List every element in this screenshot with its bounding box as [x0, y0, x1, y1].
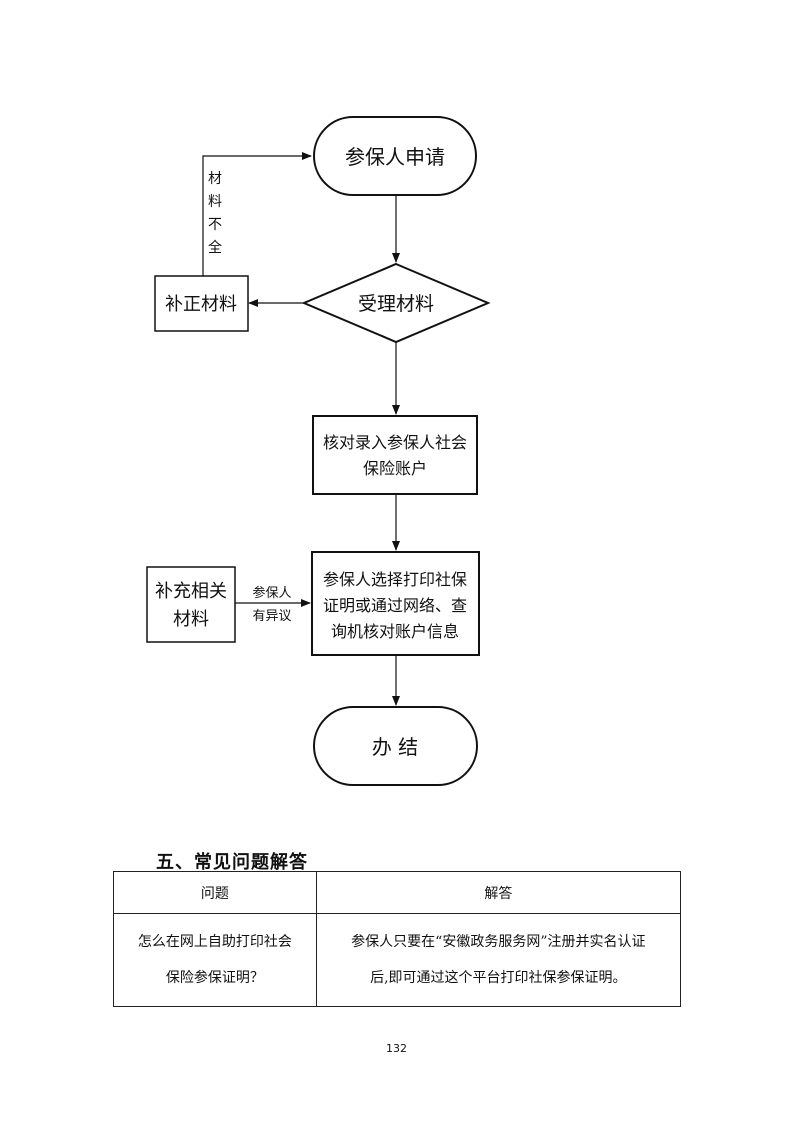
supplement-box: 补正材料	[154, 275, 249, 332]
arrow-feedback-loop	[202, 152, 312, 276]
section-title: 五、常见问题解答	[156, 852, 308, 873]
start-terminal: 参保人申请	[313, 116, 477, 196]
svg-text:参保人: 参保人	[252, 585, 291, 601]
accept-decision: 受理材料	[301, 262, 491, 344]
faq-answer-cell: 参保人只要在“安徽政务服务网”注册并实名认证 后,即可通过这个平台打印社保参保证…	[315, 913, 682, 1007]
faq-answer-line: 参保人只要在“安徽政务服务网”注册并实名认证	[351, 934, 646, 950]
faq-header-answer: 解答	[315, 871, 682, 914]
flowchart: 参保人申请 受理材料 补正材料 材 料 不 全 核对录入参保人社会 保险账户 参…	[146, 116, 491, 786]
extra-materials-line1: 补充相关	[155, 581, 227, 602]
feedback-label: 材 料 不 全	[208, 171, 222, 256]
extra-materials-line2: 材料	[173, 609, 209, 630]
svg-text:全: 全	[208, 239, 222, 256]
verify-label-line2: 保险账户	[363, 459, 427, 478]
faq-question-line: 保险参保证明？	[165, 970, 264, 986]
faq-answer-line: 后,即可通过这个平台打印社保参保证明。	[370, 970, 627, 986]
print-box: 参保人选择打印社保 证明或通过网络、查 询机核对账户信息	[311, 551, 480, 656]
end-terminal: 办 结	[313, 706, 478, 786]
objection-label: 参保人 有异议	[252, 585, 291, 624]
svg-text:有异议: 有异议	[252, 609, 291, 624]
svg-text:料: 料	[208, 194, 222, 210]
verify-label-line1: 核对录入参保人社会	[323, 433, 467, 452]
svg-text:不: 不	[208, 217, 222, 233]
page-number: 132	[386, 1042, 407, 1055]
verify-box: 核对录入参保人社会 保险账户	[312, 415, 478, 495]
faq-question-cell: 怎么在网上自助打印社会 保险参保证明？	[113, 913, 317, 1007]
faq-header-row: 问题 解答	[113, 871, 682, 914]
print-label-line1: 参保人选择打印社保	[323, 570, 467, 589]
supplement-label: 补正材料	[165, 294, 237, 315]
faq-table: 问题 解答 怎么在网上自助打印社会 保险参保证明？ 参保人只要在“安徽政务服务网…	[113, 871, 682, 1007]
start-label: 参保人申请	[345, 145, 445, 169]
accept-label: 受理材料	[358, 293, 434, 315]
svg-text:材: 材	[208, 171, 222, 187]
extra-materials-box: 补充相关 材料	[146, 566, 236, 643]
end-label: 办 结	[372, 735, 418, 759]
print-label-line3: 询机核对账户信息	[331, 622, 459, 641]
faq-header-question: 问题	[113, 871, 317, 914]
table-row: 怎么在网上自助打印社会 保险参保证明？ 参保人只要在“安徽政务服务网”注册并实名…	[113, 913, 682, 1007]
print-label-line2: 证明或通过网络、查	[323, 596, 467, 615]
faq-question-line: 怎么在网上自助打印社会	[137, 934, 292, 950]
